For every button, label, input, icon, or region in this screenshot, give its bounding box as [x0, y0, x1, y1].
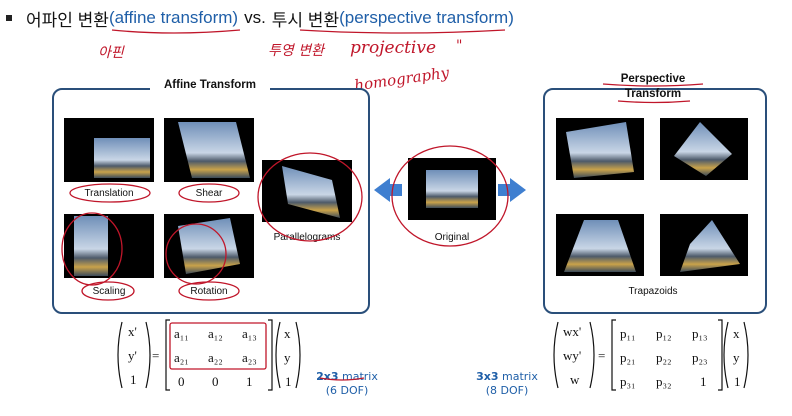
- affine-panel-title: Affine Transform: [150, 79, 270, 91]
- handwriting-ditto: ": [456, 38, 463, 54]
- affine-m22: a₂₂: [208, 350, 223, 365]
- title-affine-korean: 어파인 변환: [26, 10, 109, 30]
- title-affine-english: (affine transform): [108, 8, 239, 27]
- perspective-image-2: [660, 118, 748, 180]
- persp-equals: =: [598, 348, 606, 363]
- affine-m11: a₁₁: [174, 326, 189, 341]
- affine-m32: 0: [212, 374, 219, 389]
- persp-rhs-x: x: [733, 326, 740, 341]
- affine-lhs-1: 1: [130, 372, 137, 387]
- persp-lhs-w: w: [570, 372, 580, 387]
- parallelograms-label: Parallelograms: [273, 232, 341, 243]
- affine-m13: a₁₃: [242, 326, 257, 341]
- affine-lhs-y: y': [128, 348, 137, 363]
- parallelogram-image: [262, 160, 352, 222]
- persp-m22: p₂₂: [656, 350, 672, 365]
- title-persp-korean: 투시 변환: [271, 10, 340, 30]
- perspective-title-line2: Transform: [624, 88, 682, 100]
- shear-image: [164, 118, 254, 182]
- persp-lhs-wx: wx': [563, 324, 582, 339]
- persp-m33: 1: [700, 374, 707, 389]
- persp-m23: p₂₃: [692, 350, 708, 365]
- affine-matrix-size: 2x3: [316, 370, 339, 383]
- persp-m11: p₁₁: [620, 326, 636, 341]
- original-label: Original: [434, 232, 470, 243]
- bullet-icon: [6, 15, 12, 21]
- shear-label: Shear: [195, 188, 223, 199]
- affine-equals: =: [152, 348, 160, 363]
- persp-lhs-wy: wy': [563, 348, 582, 363]
- persp-matrix-word: matrix: [498, 370, 538, 383]
- trapazoids-label: Trapazoids: [628, 286, 678, 297]
- affine-m23: a₂₃: [242, 350, 257, 365]
- persp-m13: p₁₃: [692, 326, 708, 341]
- rotation-label: Rotation: [190, 286, 228, 297]
- affine-m33: 1: [246, 374, 253, 389]
- perspective-image-1: [556, 118, 644, 180]
- affine-matrix-word: matrix: [338, 370, 378, 383]
- scaling-image: [64, 214, 154, 278]
- double-arrow-right-icon: [498, 178, 526, 202]
- perspective-image-4: [660, 214, 748, 276]
- handwriting-affine-kr: 아핀: [98, 45, 124, 61]
- affine-m21: a₂₁: [174, 350, 189, 365]
- persp-m32: p₃₂: [656, 374, 672, 389]
- affine-rhs-y: y: [284, 350, 291, 365]
- affine-m12: a₁₂: [208, 326, 223, 341]
- handwriting-persp-kr: 투영 변환: [268, 43, 324, 59]
- persp-matrix-note: 3x3 matrix: [468, 370, 546, 383]
- slide-title: 어파인 변환(affine transform) vs. 투시 변환(persp…: [6, 6, 514, 30]
- affine-rhs-x: x: [284, 326, 291, 341]
- persp-dof: (8 DOF): [485, 384, 529, 397]
- title-persp-english: (perspective transform): [339, 8, 514, 27]
- affine-lhs-x: x': [128, 324, 137, 339]
- rotation-image: [164, 214, 254, 278]
- affine-rhs-1: 1: [285, 374, 292, 389]
- affine-matrix-note: 2x3 matrix: [308, 370, 386, 383]
- affine-m31: 0: [178, 374, 185, 389]
- perspective-title-line1: Perspective: [603, 73, 703, 85]
- persp-m31: p₃₁: [620, 374, 636, 389]
- persp-rhs-1: 1: [734, 374, 741, 389]
- scaling-label: Scaling: [92, 286, 126, 297]
- title-vs: vs.: [244, 8, 266, 27]
- translation-image: [64, 118, 154, 182]
- handwriting-projective: projective: [350, 38, 437, 58]
- persp-matrix-size: 3x3: [476, 370, 499, 383]
- perspective-image-3: [556, 214, 644, 276]
- handwriting-homography: homography: [353, 63, 451, 95]
- affine-dof: (6 DOF): [325, 384, 369, 397]
- persp-m12: p₁₂: [656, 326, 672, 341]
- original-image: [408, 158, 496, 220]
- translation-label: Translation: [84, 188, 134, 199]
- persp-rhs-y: y: [733, 350, 740, 365]
- persp-m21: p₂₁: [620, 350, 636, 365]
